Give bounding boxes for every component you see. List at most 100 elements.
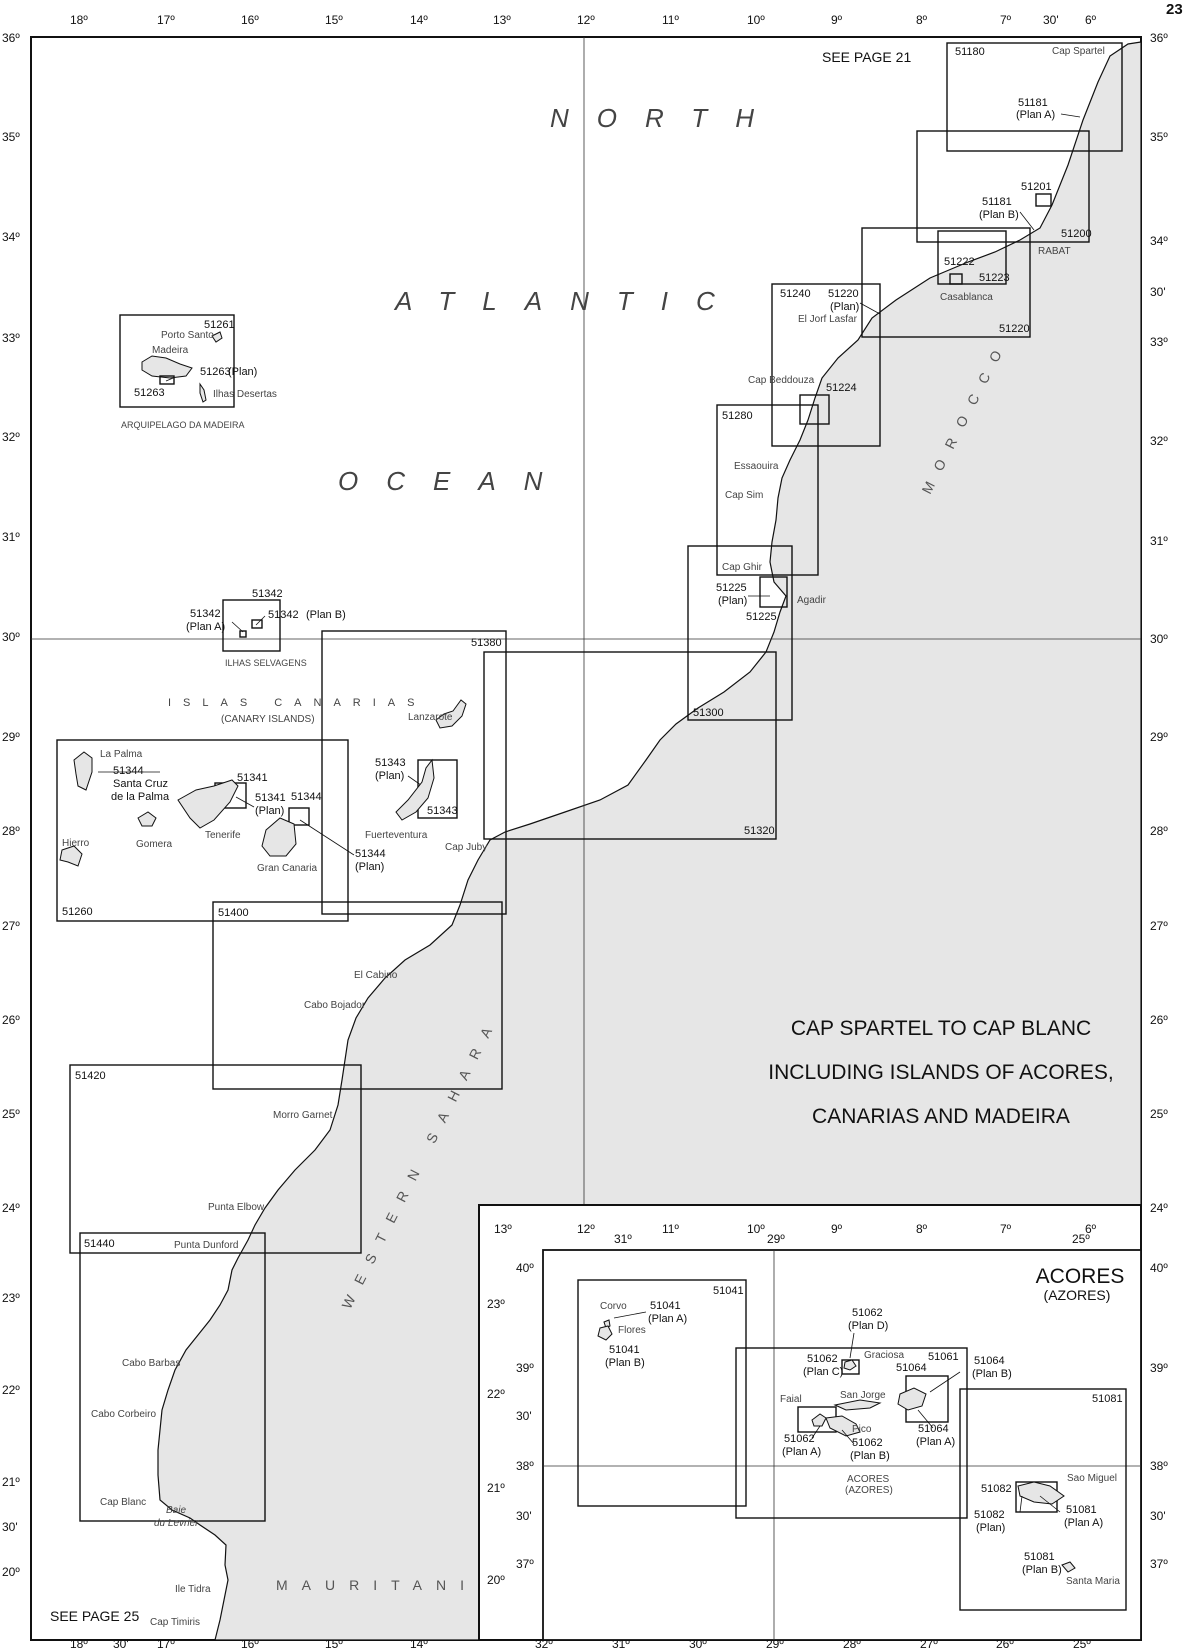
chart-number: 51225 (746, 611, 777, 623)
azores-lon-tick: 27º (920, 1637, 938, 1650)
sao-miguel-island (1017, 1481, 1065, 1505)
lon-tick: 6º (1085, 13, 1097, 27)
gran-canaria-island (261, 817, 297, 857)
ocean-label-atlantic: ATLANTIC (393, 286, 743, 316)
place-label: Punta Elbow (208, 1202, 265, 1213)
chart-box-51222[interactable] (937, 230, 1007, 285)
chart-box-51263[interactable] (159, 375, 175, 385)
chart-box-51300[interactable] (687, 545, 793, 721)
chart-box-51342[interactable] (222, 599, 281, 652)
lon-tick: 17º (157, 1637, 175, 1650)
chart-box-51344[interactable] (288, 807, 310, 826)
inset-lon-tick: 13º (494, 1222, 512, 1236)
chart-note: (Plan) (255, 805, 284, 817)
place-label: Fuerteventura (365, 830, 428, 841)
place-label: du Levrier (154, 1518, 199, 1529)
lon-tick: 9º (831, 13, 843, 27)
chart-number: 51420 (75, 1070, 106, 1082)
azores-lat-tick: 30' (516, 1409, 532, 1423)
lat-tick: 32º (2, 430, 20, 444)
chart-note: (Plan) (375, 770, 404, 782)
chart-note: (Plan) (228, 366, 257, 378)
chart-box-51420[interactable] (69, 1064, 362, 1254)
azores-chart-number: 51041 (609, 1344, 640, 1356)
chart-box-51220[interactable] (861, 227, 1031, 338)
inset-lat-tick: 20º (487, 1573, 505, 1587)
chart-box-51240[interactable] (771, 283, 881, 447)
chart-box-51440[interactable] (79, 1232, 266, 1522)
azores-chart-number: 51062 (852, 1307, 883, 1319)
madeira-islands (141, 331, 223, 403)
lat-tick: 34º (1150, 234, 1168, 248)
azores-chart-number: 51082 (981, 1483, 1012, 1495)
lon-tick: 17º (157, 13, 175, 27)
chart-box-51320[interactable] (483, 651, 777, 840)
azores-lat-tick: 37º (1150, 1557, 1168, 1571)
place-label: (CANARY ISLANDS) (221, 714, 315, 725)
place-label: El Cabino (354, 970, 398, 981)
chart-box-51081[interactable] (959, 1388, 1127, 1611)
lon-tick: 16º (241, 1637, 259, 1650)
lat-tick: 25º (1150, 1107, 1168, 1121)
lon-tick: 16º (241, 13, 259, 27)
azores-lon-tick: 25º (1072, 1232, 1090, 1246)
lon-tick: 15º (325, 1637, 343, 1650)
azores-chart-number: 51082 (974, 1509, 1005, 1521)
chart-box-51224[interactable] (799, 394, 830, 425)
azores-lon-tick: 26º (996, 1637, 1014, 1650)
chart-box-51261[interactable] (119, 314, 235, 408)
place-label: ISLAS CANARIAS (168, 697, 426, 709)
selvagens-plan-a-box[interactable] (239, 630, 247, 638)
place-label: Hierro (62, 838, 90, 849)
lat-tick: 32º (1150, 434, 1168, 448)
inset-lon-tick: 12º (577, 1222, 595, 1236)
chart-labels: 51180 51181 (Plan A) 51201 51181 (Plan B… (62, 46, 1092, 1250)
chart-note: (Plan B) (306, 609, 346, 621)
lon-tick: 30' (113, 1637, 129, 1650)
place-label: de la Palma (111, 791, 170, 803)
azores-chart-note: (Plan A) (916, 1436, 955, 1448)
lat-tick: 24º (2, 1201, 20, 1215)
inset-lon-tick: 11º (662, 1222, 679, 1236)
place-label: Cabo Corbeiro (91, 1409, 156, 1420)
chart-box-51400[interactable] (212, 901, 503, 1090)
lat-tick: 34º (2, 230, 20, 244)
map-title-line-1: CAP SPARTEL TO CAP BLANC (791, 1017, 1091, 1040)
lon-tick: 14º (410, 1637, 428, 1650)
selvagens-plan-b-box[interactable] (251, 619, 263, 629)
azores-place-label: Corvo (600, 1301, 627, 1312)
place-label: Baie (166, 1505, 186, 1516)
azores-lat-tick: 38º (516, 1459, 534, 1473)
chart-note: (Plan A) (1016, 109, 1055, 121)
chart-box-51260[interactable] (56, 739, 349, 922)
place-label: Madeira (152, 345, 189, 356)
graciosa-island (843, 1359, 857, 1371)
azores-subtitle: (AZORES) (1044, 1287, 1111, 1303)
chart-number: 51181 (1018, 97, 1048, 109)
chart-number: 51220 (828, 288, 859, 300)
chart-number: 51201 (1021, 181, 1052, 193)
see-page-25: SEE PAGE 25 (50, 1608, 139, 1624)
azores-lon-tick: 30º (689, 1637, 707, 1650)
chart-box-51041[interactable] (577, 1279, 747, 1507)
chart-box-51223[interactable] (949, 273, 963, 285)
chart-number: 51222 (944, 256, 975, 268)
lat-tick: 31º (1150, 534, 1168, 548)
desertas-island (199, 382, 207, 403)
azores-lat-tick: 30' (516, 1509, 532, 1523)
chart-box-51180[interactable] (946, 42, 1123, 152)
place-label: El Jorf Lasfar (798, 314, 858, 325)
chart-box-51280[interactable] (716, 404, 819, 576)
place-label: Ilhas Desertas (213, 389, 277, 400)
flores-island (597, 1325, 613, 1341)
chart-box-51380[interactable] (321, 630, 507, 915)
azores-lat-tick: 39º (516, 1361, 534, 1375)
lat-tick: 29º (1150, 730, 1168, 744)
chart-box-51225[interactable] (759, 576, 788, 608)
azores-chart-note: (Plan D) (848, 1320, 888, 1332)
inset-lat-tick: 22º (487, 1387, 505, 1401)
chart-box-51200[interactable] (916, 130, 1090, 243)
lon-tick: 15º (325, 13, 343, 27)
chart-number: 51344 (113, 765, 144, 777)
chart-box-51201[interactable] (1035, 193, 1052, 207)
